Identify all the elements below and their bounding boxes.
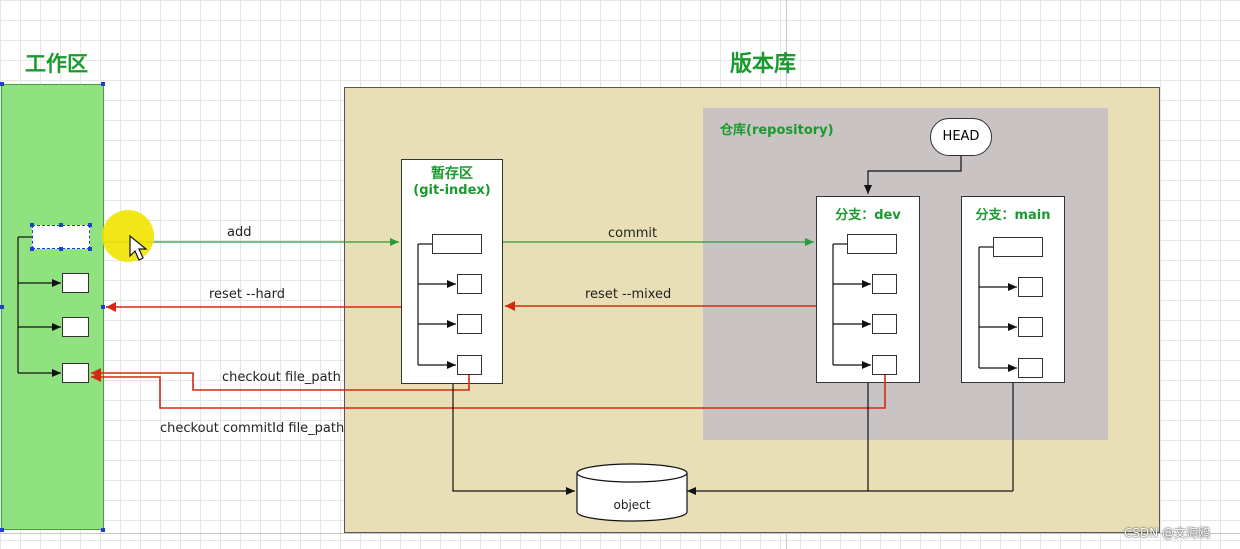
tree-file-node[interactable] (62, 273, 89, 293)
tree-file-node (457, 314, 482, 334)
guide-line (0, 533, 1240, 534)
checkout-file-label: checkout file_path (222, 370, 341, 385)
object-label: object (613, 498, 651, 512)
commit-label: commit (608, 226, 658, 241)
mouse-cursor-icon (129, 234, 148, 261)
selection-handle[interactable] (101, 528, 105, 532)
tree-file-node (872, 355, 897, 375)
cursor-highlight (102, 210, 154, 262)
tree-file-node[interactable] (62, 317, 89, 337)
index-subtitle: (git-index) (413, 183, 491, 198)
selection-handle[interactable] (30, 223, 34, 227)
reset-hard-label: reset --hard (209, 287, 286, 302)
selection-handle[interactable] (0, 305, 4, 309)
tree-file-node (872, 274, 897, 294)
repo-title: 版本库 (730, 52, 797, 77)
tree-file-node (457, 274, 482, 294)
branch-main-label: 分支：main (975, 208, 1051, 223)
tree-file-node (457, 355, 482, 375)
selection-handle[interactable] (88, 223, 92, 227)
tree-file-node (1018, 277, 1043, 297)
selection-handle[interactable] (30, 247, 34, 251)
selection-handle[interactable] (101, 82, 105, 86)
selection-handle[interactable] (88, 247, 92, 251)
tree-file-node[interactable] (62, 363, 89, 383)
object-store (576, 463, 688, 522)
head-pointer: HEAD (930, 118, 992, 156)
selection-handle[interactable] (101, 305, 105, 309)
tree-root-node (432, 234, 482, 254)
tree-file-node (872, 314, 897, 334)
selection-handle[interactable] (0, 528, 4, 532)
reset-mixed-label: reset --mixed (585, 287, 672, 302)
tree-file-node (1018, 317, 1043, 337)
selection-handle[interactable] (59, 247, 63, 251)
tree-file-node (1018, 358, 1043, 378)
tree-root-node (993, 237, 1043, 257)
branch-dev-label: 分支：dev (835, 208, 901, 223)
watermark: CSDN @文海鸥 (1124, 526, 1211, 540)
selection-handle[interactable] (0, 82, 4, 86)
workspace-title: 工作区 (25, 52, 88, 76)
checkout-commit-label: checkout commitId file_path (160, 421, 345, 436)
index-title: 暂存区 (431, 166, 473, 182)
add-label: add (227, 225, 252, 240)
repository-label: 仓库(repository) (720, 123, 834, 138)
tree-root-node (847, 234, 897, 254)
selection-handle[interactable] (59, 223, 63, 227)
